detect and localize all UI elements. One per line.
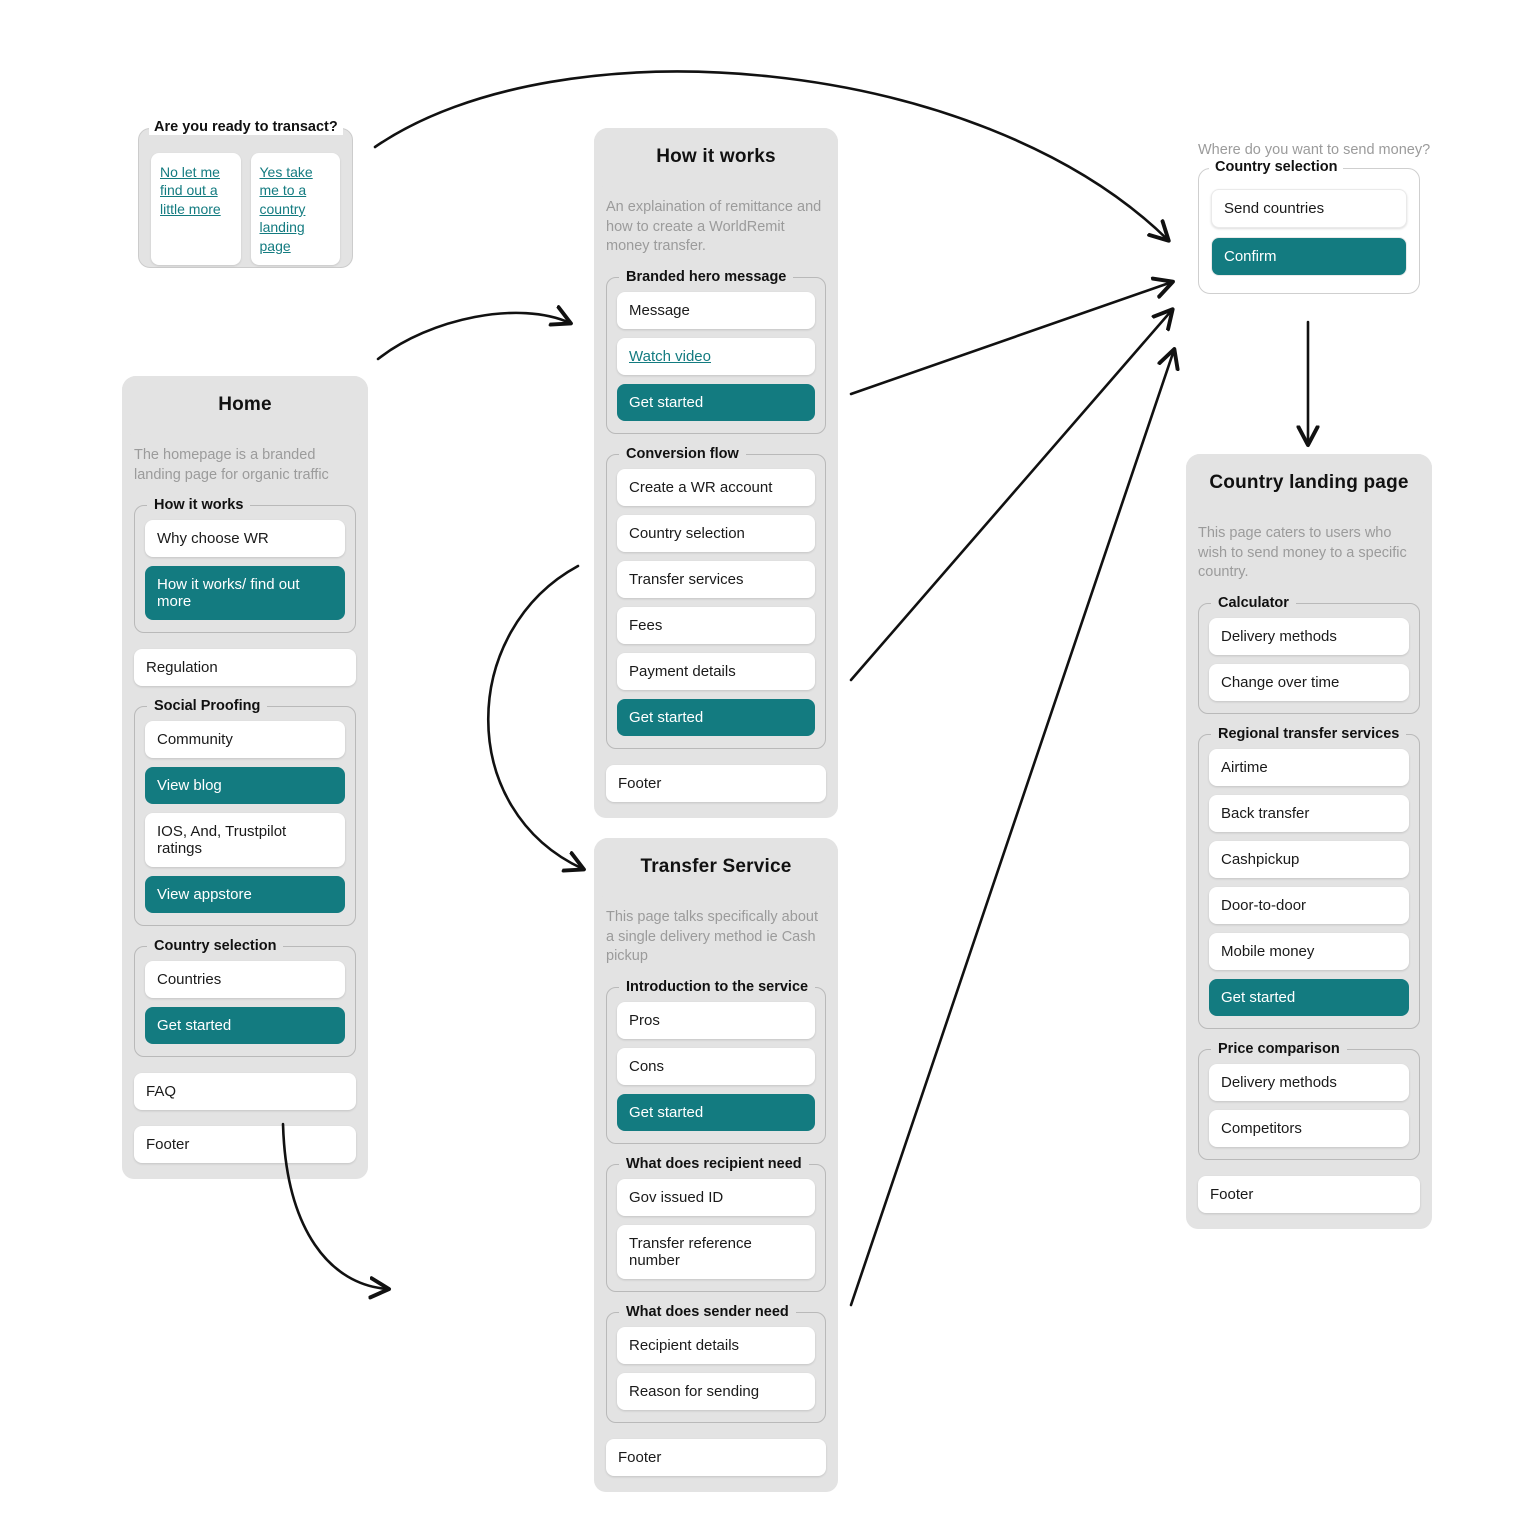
hiw-row-watch-video[interactable]: Watch video: [617, 337, 815, 375]
group-legend: Branded hero message: [619, 268, 794, 285]
home-row-community[interactable]: Community: [145, 721, 345, 759]
ts-group-recipient-needs: What does recipient need Gov issued ID T…: [606, 1155, 826, 1292]
home-blurb: The homepage is a branded landing page f…: [134, 447, 329, 483]
transfer-service-title: Transfer Service: [594, 838, 838, 896]
cs-row-send-countries[interactable]: Send countries: [1211, 189, 1407, 228]
ts-row-transfer-reference-number[interactable]: Transfer reference number: [617, 1224, 815, 1279]
clp-row-delivery-methods[interactable]: Delivery methods: [1209, 617, 1409, 655]
country-landing-page-blurb: This page caters to users who wish to se…: [1198, 525, 1407, 581]
home-row-ratings[interactable]: IOS, And, Trustpilot ratings: [145, 813, 345, 868]
group-legend: What does recipient need: [619, 1155, 809, 1172]
clp-group-calculator: Calculator Delivery methods Change over …: [1198, 594, 1420, 714]
home-row-get-started[interactable]: Get started: [145, 1007, 345, 1045]
hiw-row-payment-details[interactable]: Payment details: [617, 652, 815, 690]
hiw-row-message[interactable]: Message: [617, 291, 815, 329]
group-legend: Introduction to the service: [619, 978, 816, 995]
choice-find-out-more[interactable]: No let me find out a little more: [151, 153, 241, 266]
clp-group-regional-transfer-services: Regional transfer services Airtime Back …: [1198, 725, 1420, 1029]
group-legend: Price comparison: [1211, 1040, 1347, 1057]
transfer-service-card: Transfer Service This page talks specifi…: [594, 838, 838, 1492]
choice-country-landing-page[interactable]: Yes take me to a country landing page: [250, 153, 340, 266]
home-body: The homepage is a branded landing page f…: [122, 434, 368, 1180]
home-row-footer[interactable]: Footer: [134, 1126, 356, 1164]
transfer-service-blurb: This page talks specifically about a sin…: [606, 909, 818, 965]
how-it-works-title: How it works: [594, 128, 838, 186]
ts-row-get-started[interactable]: Get started: [617, 1093, 815, 1131]
hiw-row-footer[interactable]: Footer: [606, 764, 826, 802]
hiw-row-get-started-2[interactable]: Get started: [617, 698, 815, 736]
home-row-why-choose-wr[interactable]: Why choose WR: [145, 520, 345, 558]
how-it-works-blurb: An explaination of remittance and how to…: [606, 199, 822, 255]
clp-row-get-started[interactable]: Get started: [1209, 978, 1409, 1016]
ts-row-footer[interactable]: Footer: [606, 1438, 826, 1476]
ready-to-transact-legend: Are you ready to transact?: [149, 119, 343, 135]
country-landing-page-title: Country landing page: [1186, 454, 1432, 512]
home-row-faq[interactable]: FAQ: [134, 1073, 356, 1111]
clp-row-competitors[interactable]: Competitors: [1209, 1109, 1409, 1147]
clp-row-mobile-money[interactable]: Mobile money: [1209, 932, 1409, 970]
connector-hero-to-country-selection: [849, 282, 1172, 396]
clp-row-change-over-time[interactable]: Change over time: [1209, 663, 1409, 701]
group-legend: Conversion flow: [619, 445, 746, 462]
transfer-service-body: This page talks specifically about a sin…: [594, 896, 838, 1492]
hiw-row-get-started[interactable]: Get started: [617, 383, 815, 421]
connector-conversion-flow-to-country-selection: [849, 310, 1172, 682]
group-legend: What does sender need: [619, 1303, 796, 1320]
country-selection-card: Country selection Send countries Confirm: [1198, 159, 1420, 294]
ts-row-gov-issued-id[interactable]: Gov issued ID: [617, 1178, 815, 1216]
group-legend: Regional transfer services: [1211, 725, 1407, 742]
group-legend: How it works: [147, 497, 251, 514]
hiw-row-country-selection[interactable]: Country selection: [617, 514, 815, 552]
ready-to-transact-card: Are you ready to transact? No let me fin…: [138, 119, 353, 268]
country-selection-legend: Country selection: [1209, 159, 1344, 175]
group-legend: Social Proofing: [147, 698, 268, 715]
home-row-view-blog[interactable]: View blog: [145, 767, 345, 805]
clp-row-back-transfer[interactable]: Back transfer: [1209, 794, 1409, 832]
group-legend: Calculator: [1211, 594, 1296, 611]
connector-ready-to-how-it-works: [376, 313, 570, 361]
home-row-how-it-works-find-out-more[interactable]: How it works/ find out more: [145, 566, 345, 621]
clp-group-price-comparison: Price comparison Delivery methods Compet…: [1198, 1040, 1420, 1160]
hiw-row-transfer-services[interactable]: Transfer services: [617, 560, 815, 598]
ts-row-reason-for-sending[interactable]: Reason for sending: [617, 1372, 815, 1410]
home-title: Home: [122, 376, 368, 434]
home-row-countries[interactable]: Countries: [145, 961, 345, 999]
home-row-view-appstore[interactable]: View appstore: [145, 876, 345, 914]
clp-row-delivery-methods-2[interactable]: Delivery methods: [1209, 1063, 1409, 1101]
country-landing-page-card: Country landing page This page caters to…: [1186, 454, 1432, 1229]
clp-row-footer[interactable]: Footer: [1198, 1175, 1420, 1213]
country-landing-page-body: This page caters to users who wish to se…: [1186, 512, 1432, 1229]
ts-group-sender-needs: What does sender need Recipient details …: [606, 1303, 826, 1423]
home-group-country-selection: Country selection Countries Get started: [134, 938, 356, 1058]
clp-row-cashpickup[interactable]: Cashpickup: [1209, 840, 1409, 878]
hiw-row-fees[interactable]: Fees: [617, 606, 815, 644]
how-it-works-body: An explaination of remittance and how to…: [594, 186, 838, 818]
clp-row-door-to-door[interactable]: Door-to-door: [1209, 886, 1409, 924]
hiw-group-conversion-flow: Conversion flow Create a WR account Coun…: [606, 445, 826, 749]
ts-row-cons[interactable]: Cons: [617, 1047, 815, 1085]
hiw-group-branded-hero-message: Branded hero message Message Watch video…: [606, 268, 826, 434]
hiw-row-create-account[interactable]: Create a WR account: [617, 468, 815, 506]
home-group-social-proofing: Social Proofing Community View blog IOS,…: [134, 698, 356, 927]
ts-group-introduction: Introduction to the service Pros Cons Ge…: [606, 978, 826, 1144]
connector-how-it-works-to-transfer-service: [486, 564, 583, 869]
home-group-how-it-works: How it works Why choose WR How it works/…: [134, 497, 356, 634]
home-card: Home The homepage is a branded landing p…: [122, 376, 368, 1180]
ts-row-recipient-details[interactable]: Recipient details: [617, 1326, 815, 1364]
cs-row-confirm[interactable]: Confirm: [1211, 237, 1407, 276]
send-money-question: Where do you want to send money?: [1198, 142, 1431, 158]
how-it-works-card: How it works An explaination of remittan…: [594, 128, 838, 818]
home-row-regulation[interactable]: Regulation: [134, 649, 356, 687]
connector-transfer-service-to-country-selection: [849, 350, 1174, 1307]
ts-row-pros[interactable]: Pros: [617, 1001, 815, 1039]
group-legend: Country selection: [147, 938, 284, 955]
clp-row-airtime[interactable]: Airtime: [1209, 748, 1409, 786]
